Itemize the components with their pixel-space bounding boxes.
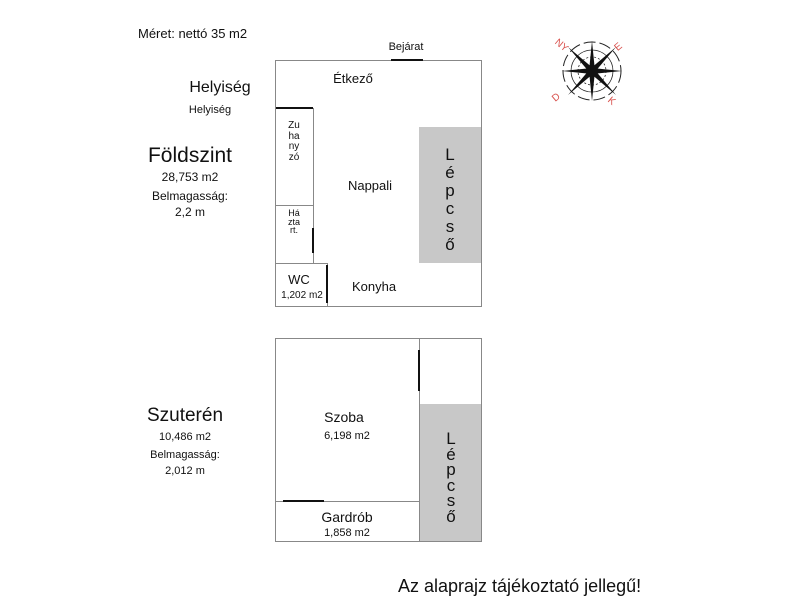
utility-door [312,228,314,253]
basement-area: 10,486 m2 [159,431,211,443]
ground-floor-area: 28,753 m2 [161,170,219,184]
compass-label-d: D [550,91,563,104]
shower-label: Zuhanyzó [288,120,300,163]
compass-label-e: E [612,41,624,54]
ground-floor-height-label: Belmagasság: [151,189,229,203]
basement-stairs-door [418,350,420,391]
wc-door [326,265,328,303]
basement-stairs-label: Lépcső [446,429,456,526]
wc-label: WC [288,272,310,287]
ground-stairs-label: Lépcső [445,145,455,254]
basement-height: 2,012 m [165,465,205,477]
compass-label-k: K [605,95,617,108]
dining-label: Étkező [333,71,373,86]
basement-wall [419,338,420,542]
ground-stairs [419,127,481,263]
shower-door [276,107,313,109]
wardrobe-label: Gardrób [321,509,373,525]
entrance-label: Bejárat [388,41,424,53]
basement-name: Szuterén [146,405,224,426]
ground-floor-name: Földszint [147,144,233,167]
legend-subtitle: Helyiség [188,104,232,116]
living-label: Nappali [347,178,393,193]
disclaimer: Az alaprajz tájékoztató jellegű! [398,576,642,596]
basement-plan [275,338,482,542]
wardrobe-wall [275,501,420,502]
legend-title: Helyiség [189,79,251,96]
basement-height-label: Belmagasság: [150,449,220,461]
size-label: Méret: nettó 35 m2 [138,26,248,41]
room-label: Szoba [324,409,364,425]
basement-stairs [420,404,481,541]
compass-label-ny: NY [552,37,570,55]
utility-label: Háztart. [288,209,300,235]
kitchen-label: Konyha [351,279,397,294]
wardrobe-door [283,500,324,502]
wardrobe-area: 1,858 m2 [324,527,370,539]
entrance-door [391,59,423,61]
ground-floor-height: 2,2 m [174,205,205,219]
compass-rose-icon: NY E D K [550,37,625,108]
wc-area: 1,202 m2 [281,290,323,301]
room-area: 6,198 m2 [324,430,370,442]
